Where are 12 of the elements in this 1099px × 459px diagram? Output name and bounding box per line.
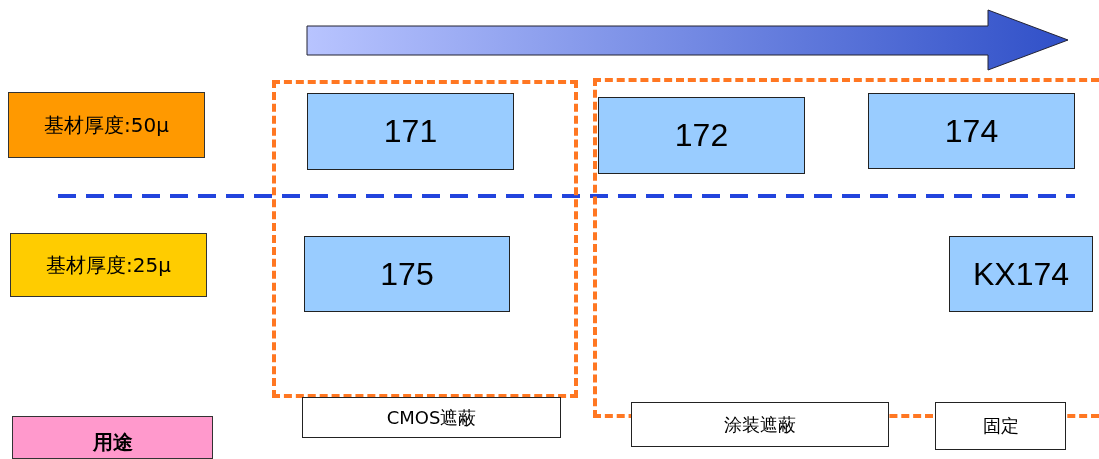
usage-label: 用途 [12, 416, 213, 459]
group-frame [272, 80, 578, 398]
product-box: KX174 [949, 236, 1093, 312]
thickness-label: 基材厚度:25μ [10, 233, 207, 297]
thickness-label: 基材厚度:50μ [8, 92, 205, 158]
product-box: 175 [304, 236, 510, 312]
application-box: 固定 [935, 402, 1066, 450]
application-box: CMOS遮蔽 [302, 397, 561, 438]
application-box: 涂装遮蔽 [631, 402, 889, 447]
product-box: 172 [598, 97, 805, 174]
product-box: 174 [868, 93, 1075, 169]
product-box: 171 [307, 93, 514, 170]
